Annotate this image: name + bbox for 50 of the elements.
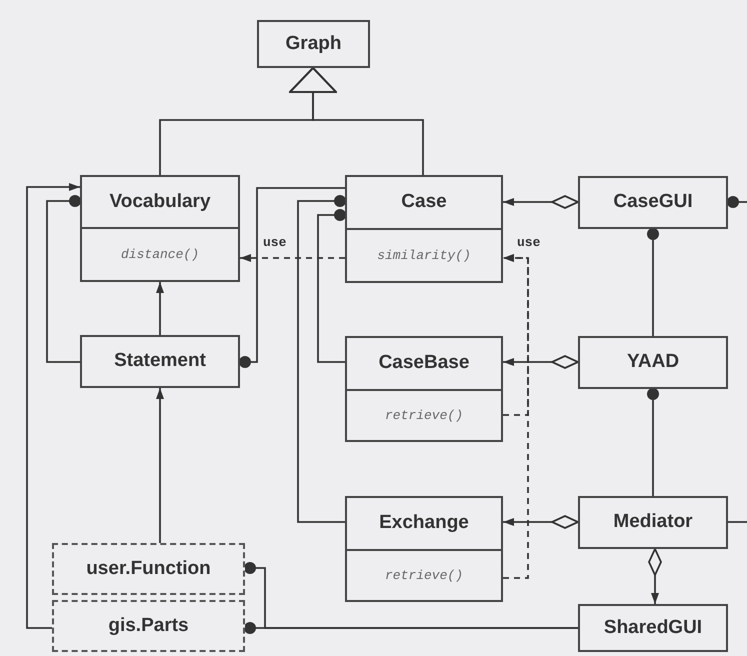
aggregation-arrow xyxy=(503,515,579,529)
class-name: CaseGUI xyxy=(613,190,693,214)
class-box xyxy=(578,176,728,229)
association-arrow xyxy=(156,388,164,543)
class-name: Case xyxy=(401,190,447,214)
association-line xyxy=(244,622,578,634)
class-box xyxy=(578,496,728,549)
class-box xyxy=(345,336,503,442)
association-line xyxy=(317,209,346,363)
method-name: retrieve() xyxy=(384,406,463,425)
class-box xyxy=(257,20,370,68)
class-box xyxy=(345,496,503,602)
aggregation-arrow xyxy=(503,195,579,209)
class-name: Graph xyxy=(286,32,342,56)
class-name: Statement xyxy=(114,349,206,374)
association-line xyxy=(727,196,747,208)
method-name: distance() xyxy=(120,246,199,264)
class-box xyxy=(52,600,245,652)
class-box xyxy=(578,604,728,652)
dependency-arrow xyxy=(240,254,345,262)
association-line xyxy=(647,388,659,496)
class-name: Exchange xyxy=(379,511,469,536)
edge-label: use xyxy=(516,236,542,249)
association-line xyxy=(46,195,81,363)
aggregation-arrow xyxy=(503,355,579,369)
method-name: similarity() xyxy=(377,246,471,265)
dependency-arrow xyxy=(503,254,529,579)
class-box xyxy=(80,335,240,388)
class-box xyxy=(52,543,245,595)
class-box xyxy=(578,336,728,389)
association-line xyxy=(647,228,659,336)
class-name: user.Function xyxy=(86,556,211,581)
class-name: CaseBase xyxy=(378,351,470,376)
association-arrow xyxy=(26,183,80,629)
association-line xyxy=(728,521,747,523)
association-line xyxy=(297,195,346,523)
association-line xyxy=(239,187,345,368)
aggregation-arrow xyxy=(648,548,662,604)
class-box xyxy=(345,175,503,283)
class-name: YAAD xyxy=(626,350,680,374)
edge-label: use xyxy=(262,236,288,249)
dependency-arrow xyxy=(503,254,529,416)
association-arrow xyxy=(156,282,164,335)
class-name: gis.Parts xyxy=(108,614,189,638)
method-name: retrieve() xyxy=(384,566,463,585)
class-name: SharedGUI xyxy=(604,616,702,640)
class-name: Mediator xyxy=(613,510,693,534)
class-name: Vocabulary xyxy=(109,190,211,214)
class-box xyxy=(80,175,240,282)
generalization-line xyxy=(289,67,424,175)
